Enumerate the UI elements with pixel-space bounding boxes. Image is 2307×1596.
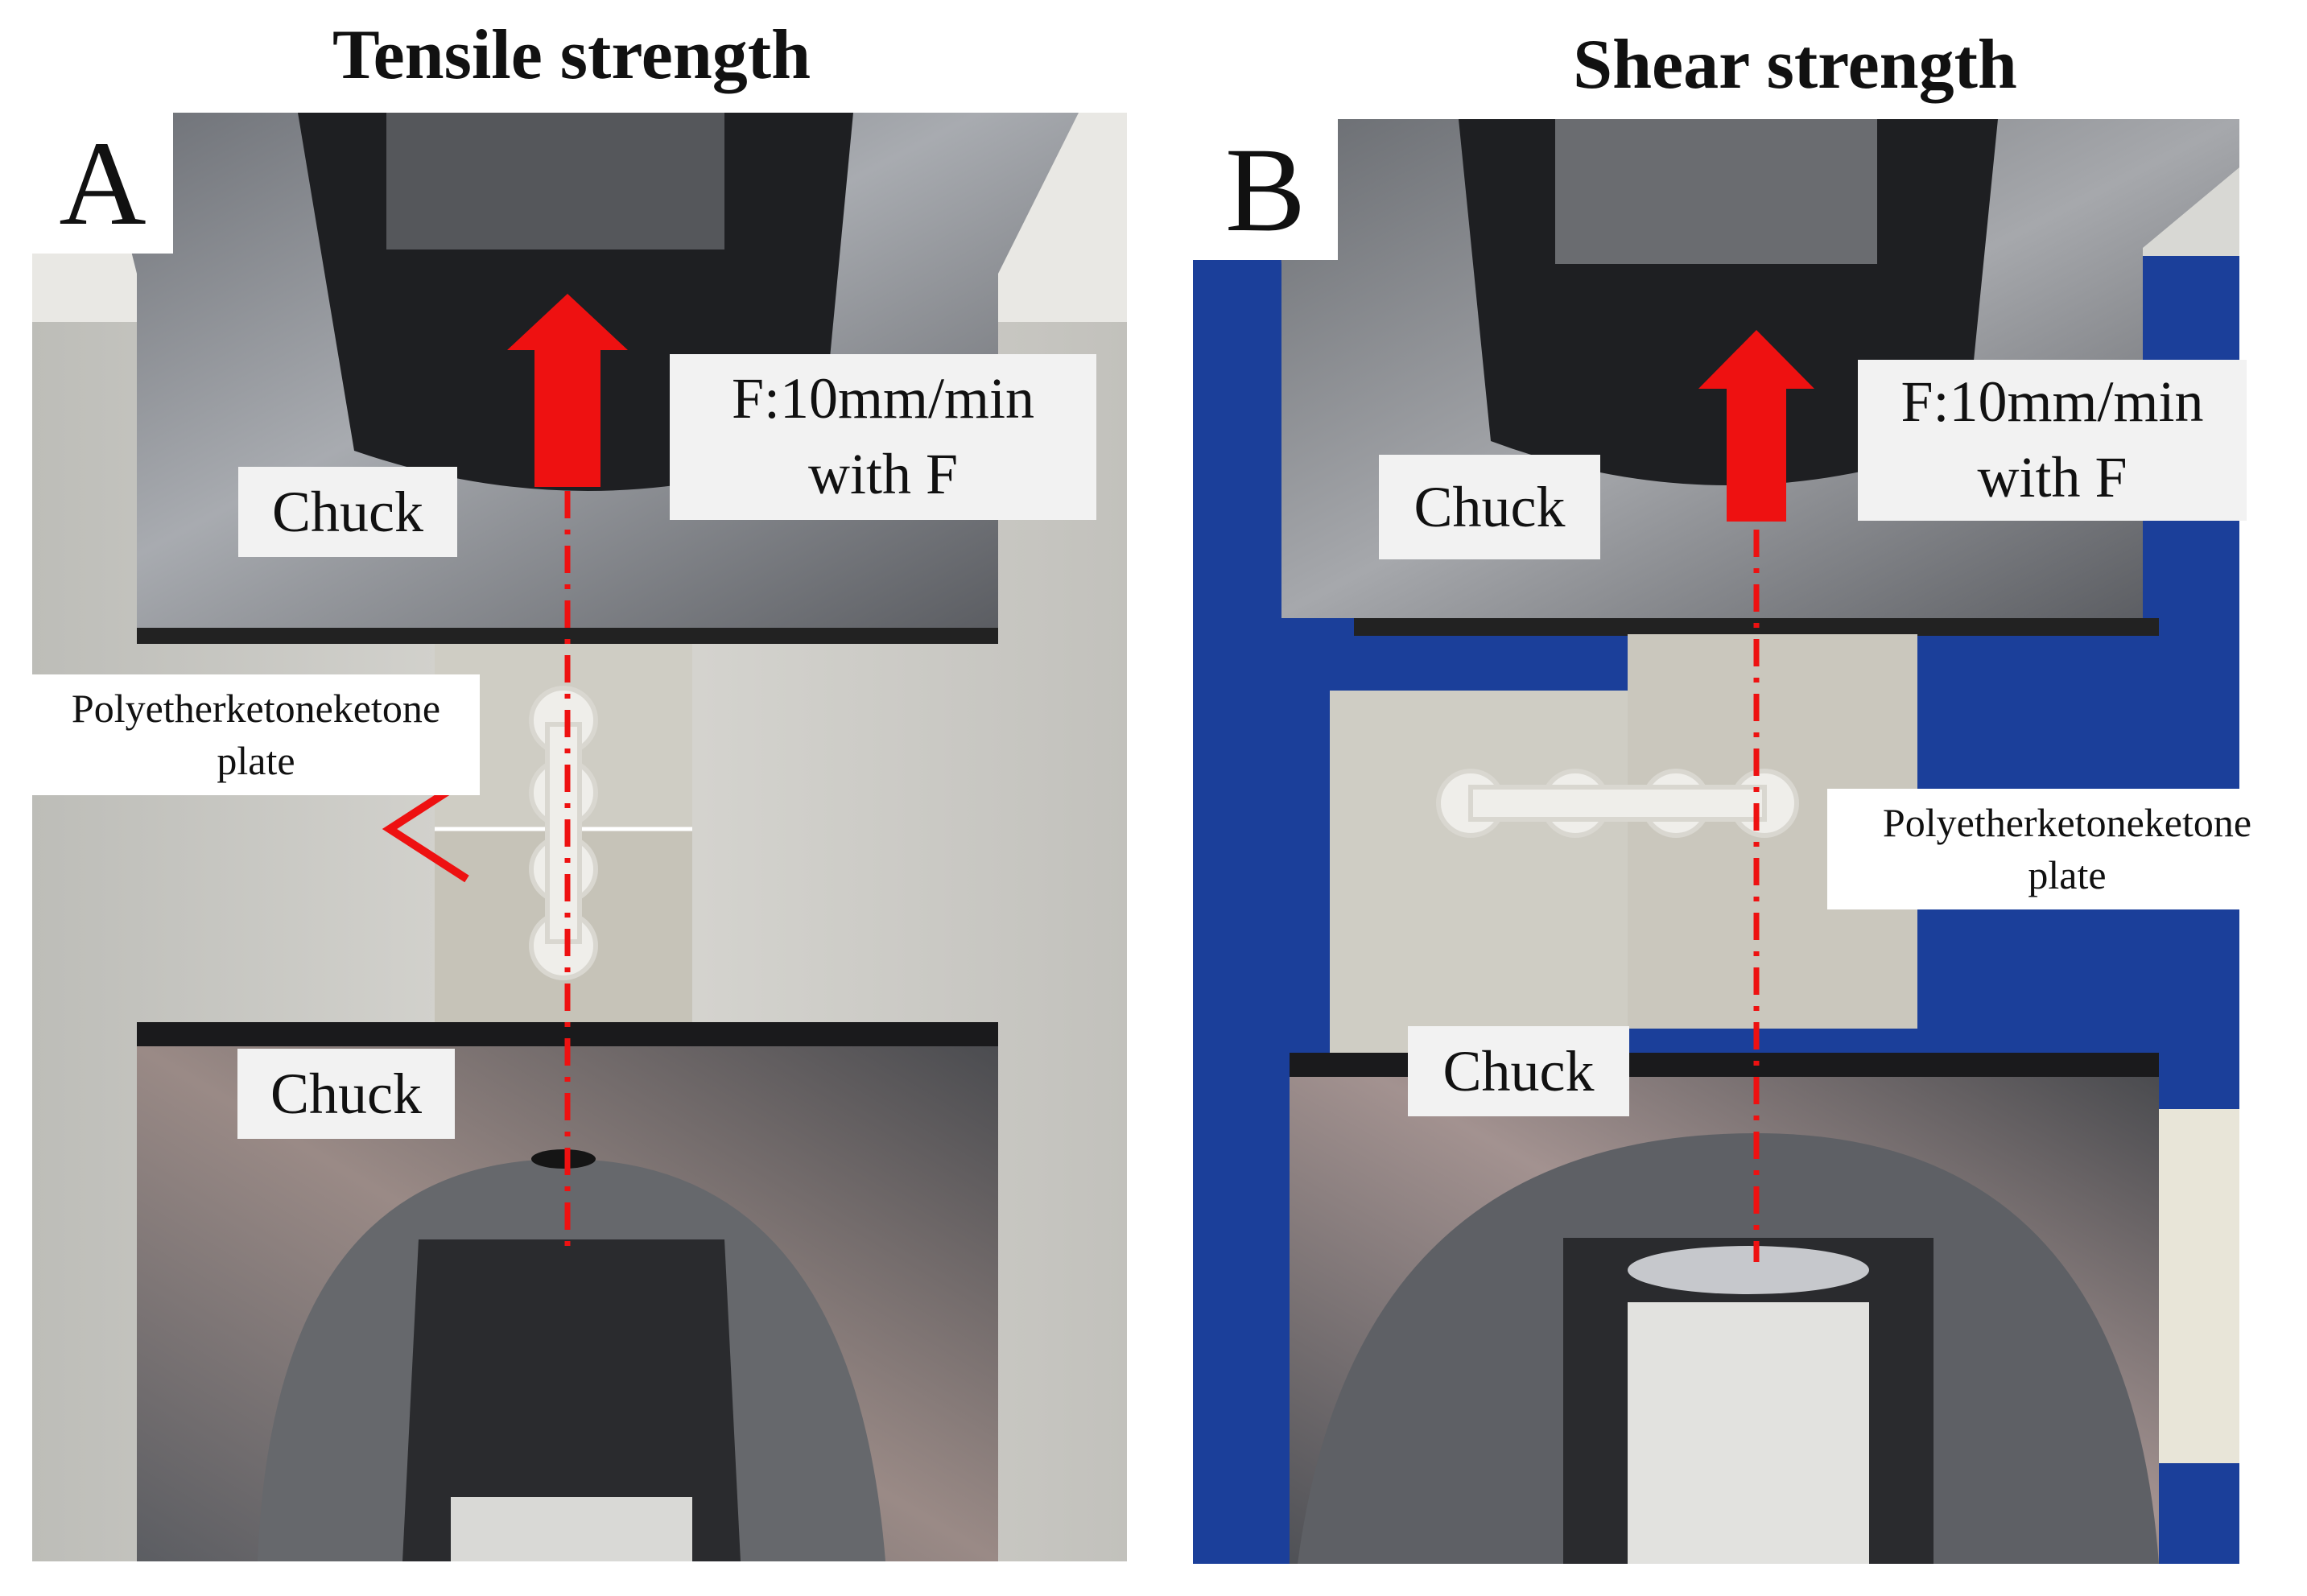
panel-a-upper-chuck-label: Chuck: [238, 467, 457, 557]
panel-a-material-label: Polyetherketoneketone plate: [32, 674, 480, 795]
panel-b-upper-chuck-label: Chuck: [1379, 455, 1600, 559]
panel-b-title: Shear strength: [1573, 26, 2017, 104]
panel-b-letter: B: [1193, 119, 1338, 260]
panel-a-speed-label: F:10mm/min with F: [670, 354, 1096, 520]
panel-a-title: Tensile strength: [332, 16, 811, 94]
panel-a-photo: [32, 113, 1127, 1561]
panel-a-lower-chuck-label: Chuck: [237, 1049, 455, 1139]
chevron-left-icon: [382, 775, 469, 883]
panel-b-lower-chuck-label: Chuck: [1408, 1026, 1629, 1116]
panel-b-material-label: Polyetherketoneketone plate: [1827, 789, 2307, 909]
up-arrow-icon: [1698, 330, 1814, 522]
panel-b-speed-label: F:10mm/min with F: [1858, 360, 2247, 521]
panel-a-letter: A: [32, 113, 173, 254]
tensile-test-photo: [32, 113, 1127, 1561]
up-arrow-icon: [507, 294, 628, 487]
